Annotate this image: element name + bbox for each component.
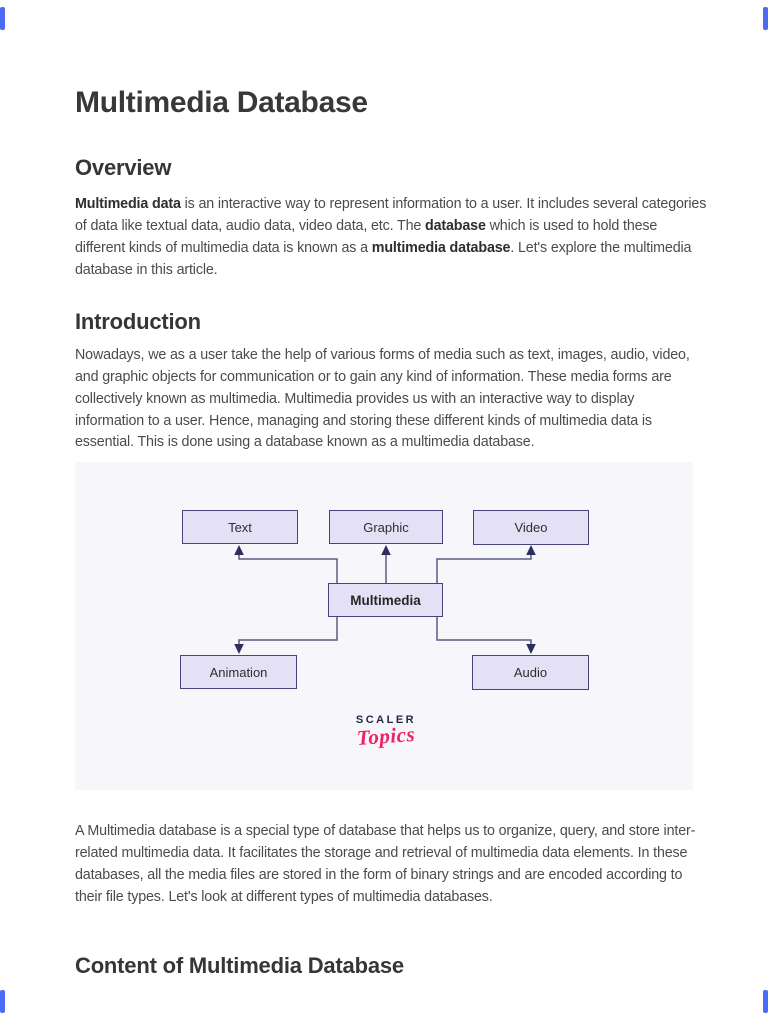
scaler-topics-logo: SCALER Topics xyxy=(333,714,439,750)
diagram-node-text-label: Text xyxy=(228,519,252,535)
diagram-connector-arrows xyxy=(234,545,536,654)
page-corner-mark-bottom-right xyxy=(763,990,768,1013)
diagram-node-multimedia-label: Multimedia xyxy=(350,592,421,608)
diagram-node-multimedia: Multimedia xyxy=(328,583,443,617)
page-title: Multimedia Database xyxy=(75,86,368,120)
diagram-node-video: Video xyxy=(473,510,589,545)
diagram-node-graphic: Graphic xyxy=(329,510,443,544)
diagram-node-graphic-label: Graphic xyxy=(363,519,409,535)
page-corner-mark-bottom-left xyxy=(0,990,5,1013)
heading-introduction: Introduction xyxy=(75,309,201,335)
body-paragraph: A Multimedia database is a special type … xyxy=(75,823,696,905)
diagram-node-audio: Audio xyxy=(472,655,589,690)
heading-content-of-multimedia-database: Content of Multimedia Database xyxy=(75,953,404,979)
introduction-paragraph: Nowadays, we as a user take the help of … xyxy=(75,347,690,451)
multimedia-diagram: Text Graphic Video Multimedia Animation … xyxy=(75,462,693,790)
scaler-logo-text: SCALER xyxy=(355,714,417,726)
overview-paragraph: Multimedia data is an interactive way to… xyxy=(75,196,707,278)
page-corner-mark-top-left xyxy=(0,7,5,30)
diagram-node-text: Text xyxy=(182,510,298,544)
diagram-node-audio-label: Audio xyxy=(513,665,548,680)
diagram-node-animation-label: Animation xyxy=(209,664,268,680)
diagram-node-video-label: Video xyxy=(514,520,548,535)
diagram-node-animation: Animation xyxy=(180,655,297,689)
page-corner-mark-top-right xyxy=(763,7,768,30)
heading-overview: Overview xyxy=(75,155,172,181)
